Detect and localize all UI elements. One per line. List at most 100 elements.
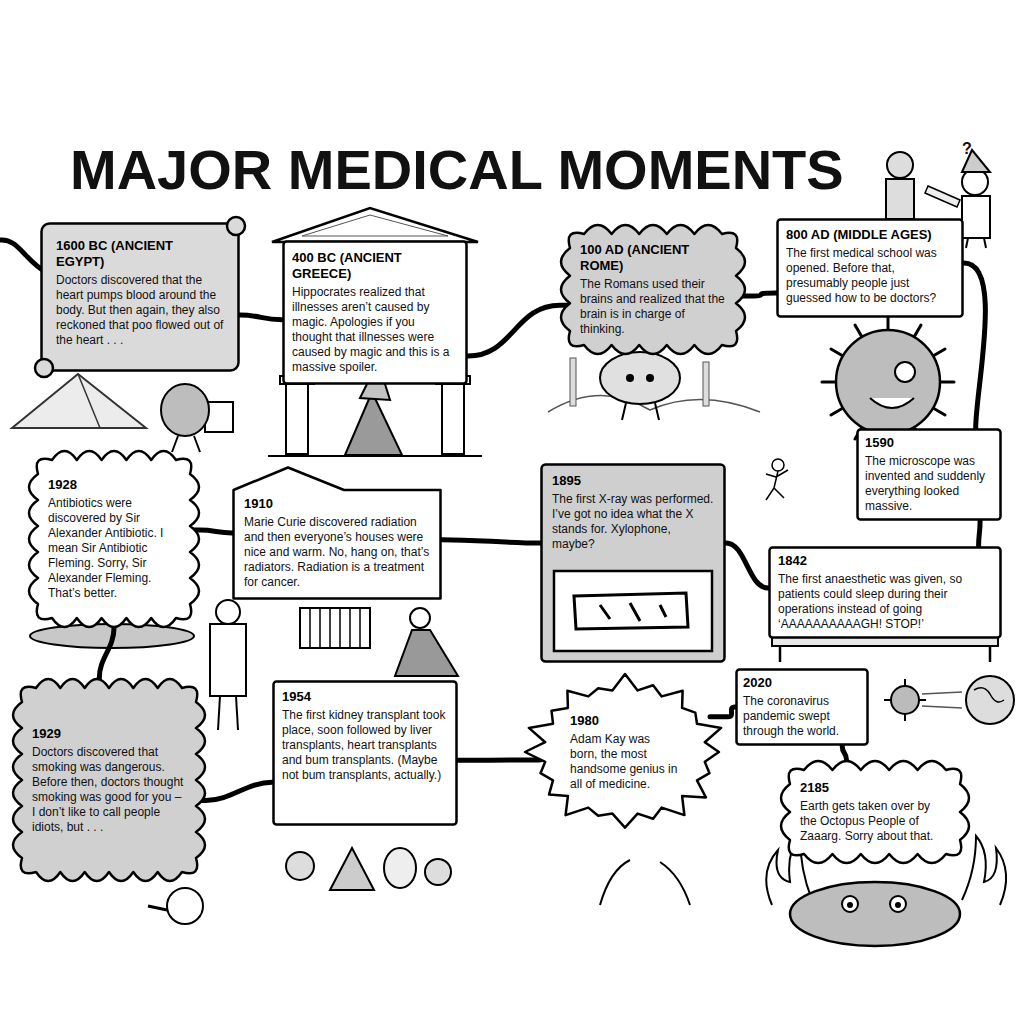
event-text: The first X-ray was performed. I’ve got … (552, 492, 714, 552)
doctor-leg (984, 238, 986, 248)
event-text: Doctors discovered that the heart pumps … (56, 273, 224, 348)
octopus-eye (890, 896, 906, 912)
event-content: 1910Marie Curie discovered radiation and… (232, 496, 442, 590)
rome-column (570, 358, 576, 406)
event-box: 2185Earth gets taken over by the Octopus… (780, 760, 970, 864)
running-man-head (772, 459, 784, 471)
scientist-leg (218, 696, 220, 730)
scientist-leg (236, 696, 238, 730)
event-date: 1980 (570, 713, 680, 729)
cloud-border (781, 761, 969, 863)
cloud-border (561, 225, 745, 354)
event-box: 1600 BC (ANCIENT EGYPT)Doctors discovere… (40, 222, 240, 372)
box-border (778, 220, 963, 317)
doctor-body (962, 196, 990, 238)
bed-leg (989, 646, 992, 662)
doctor-leg (966, 238, 968, 248)
scientist-head (216, 600, 240, 624)
event-text: The first kidney transplant took place, … (282, 708, 448, 783)
event-box: 1980Adam Kay was born, the most handsome… (522, 672, 728, 832)
running-man (766, 470, 788, 500)
organ-character (384, 848, 416, 888)
brain-character (600, 352, 680, 404)
virus-eye (895, 362, 915, 382)
timeline-line (454, 758, 540, 763)
box-border (274, 682, 457, 825)
event-text: The first medical school was opened. Bef… (786, 246, 954, 306)
event-date: 1929 (32, 726, 186, 742)
event-text: Adam Kay was born, the most handsome gen… (570, 732, 680, 792)
octopus-eye (842, 896, 858, 912)
event-date: 100 AD (ANCIENT ROME) (580, 242, 726, 274)
timeline-line (710, 707, 739, 717)
machine-border (542, 465, 725, 662)
scroll-border (42, 224, 239, 371)
event-box: 1928Antibiotics were discovered by Sir A… (28, 450, 200, 628)
event-content: 2020The coronavirus pandemic swept throu… (735, 675, 869, 739)
event-content: 1590The microscope was invented and sudd… (856, 435, 1002, 514)
xray-screen (554, 571, 712, 651)
wizard-robe (345, 392, 402, 455)
virus-spikes (822, 316, 954, 448)
event-date: 1928 (48, 477, 180, 493)
heart-leg (194, 436, 200, 452)
scroll-curl (227, 217, 245, 235)
saw (925, 186, 960, 207)
event-text: The coronavirus pandemic swept through t… (743, 694, 861, 739)
event-date: 1954 (282, 689, 448, 705)
event-box: 1590The microscope was invented and sudd… (856, 428, 1002, 521)
virus (836, 330, 940, 434)
event-date: 1895 (552, 473, 714, 489)
xray-bones (600, 603, 666, 621)
event-box: 1954The first kidney transplant took pla… (272, 680, 458, 826)
scientist-coat (210, 624, 246, 696)
house-border (234, 468, 441, 599)
event-date: 1590 (865, 435, 993, 451)
event-content: 1895The first X-ray was performed. I’ve … (540, 473, 726, 552)
event-text: The first anaesthetic was given, so pati… (778, 572, 992, 632)
event-box: 1929Doctors discovered that smoking was … (12, 678, 206, 882)
event-text: Earth gets taken over by the Octopus Peo… (800, 799, 950, 844)
heart-character (161, 384, 209, 436)
timeline-line (464, 305, 574, 356)
baby-arms (600, 860, 690, 905)
pyramid (12, 374, 146, 428)
event-text: The Romans used their brains and realize… (580, 277, 726, 337)
cloud-border (29, 451, 199, 627)
event-text: Marie Curie discovered radiation and the… (244, 515, 430, 590)
globe-land (974, 688, 1004, 702)
virus-breath (922, 692, 962, 708)
timeline-line (960, 263, 985, 432)
virus-mouth (870, 398, 914, 408)
box-border (858, 430, 1001, 520)
event-content: 1600 BC (ANCIENT EGYPT)Doctors discovere… (40, 238, 240, 348)
event-box: 1910Marie Curie discovered radiation and… (232, 466, 442, 600)
organ-character (330, 848, 374, 890)
scroll-curl (35, 359, 53, 377)
event-date: 2185 (800, 780, 950, 796)
small-virus (891, 686, 919, 714)
radiator (300, 608, 370, 648)
brain-leg (655, 403, 659, 420)
event-content: 1928Antibiotics were discovered by Sir A… (28, 477, 200, 601)
event-box: 400 BC (ANCIENT GREECE)Hippocrates reali… (282, 240, 468, 385)
event-box: 800 AD (MIDDLE AGES)The first medical sc… (776, 218, 964, 318)
curie-head (410, 608, 430, 628)
brain-eye (646, 374, 654, 382)
bed-leg (779, 646, 782, 662)
organ-character (286, 852, 314, 880)
event-content: 100 AD (ANCIENT ROME)The Romans used the… (560, 242, 746, 337)
event-content: 2185Earth gets taken over by the Octopus… (780, 780, 970, 844)
radiator-fins (310, 608, 360, 648)
pyramid-edge (78, 374, 100, 428)
smoker-face (167, 888, 203, 924)
event-box: 100 AD (ANCIENT ROME)The Romans used the… (560, 224, 746, 355)
event-box: 2020The coronavirus pandemic swept throu… (735, 668, 869, 746)
event-box: 1842The first anaesthetic was given, so … (768, 546, 1002, 639)
event-date: 2020 (743, 675, 861, 691)
event-box: 1895The first X-ray was performed. I’ve … (540, 463, 726, 663)
question-mark: ? (962, 140, 972, 158)
octopus-pupil (847, 902, 853, 908)
timeline-line (979, 517, 981, 550)
curie-dress (395, 630, 458, 676)
